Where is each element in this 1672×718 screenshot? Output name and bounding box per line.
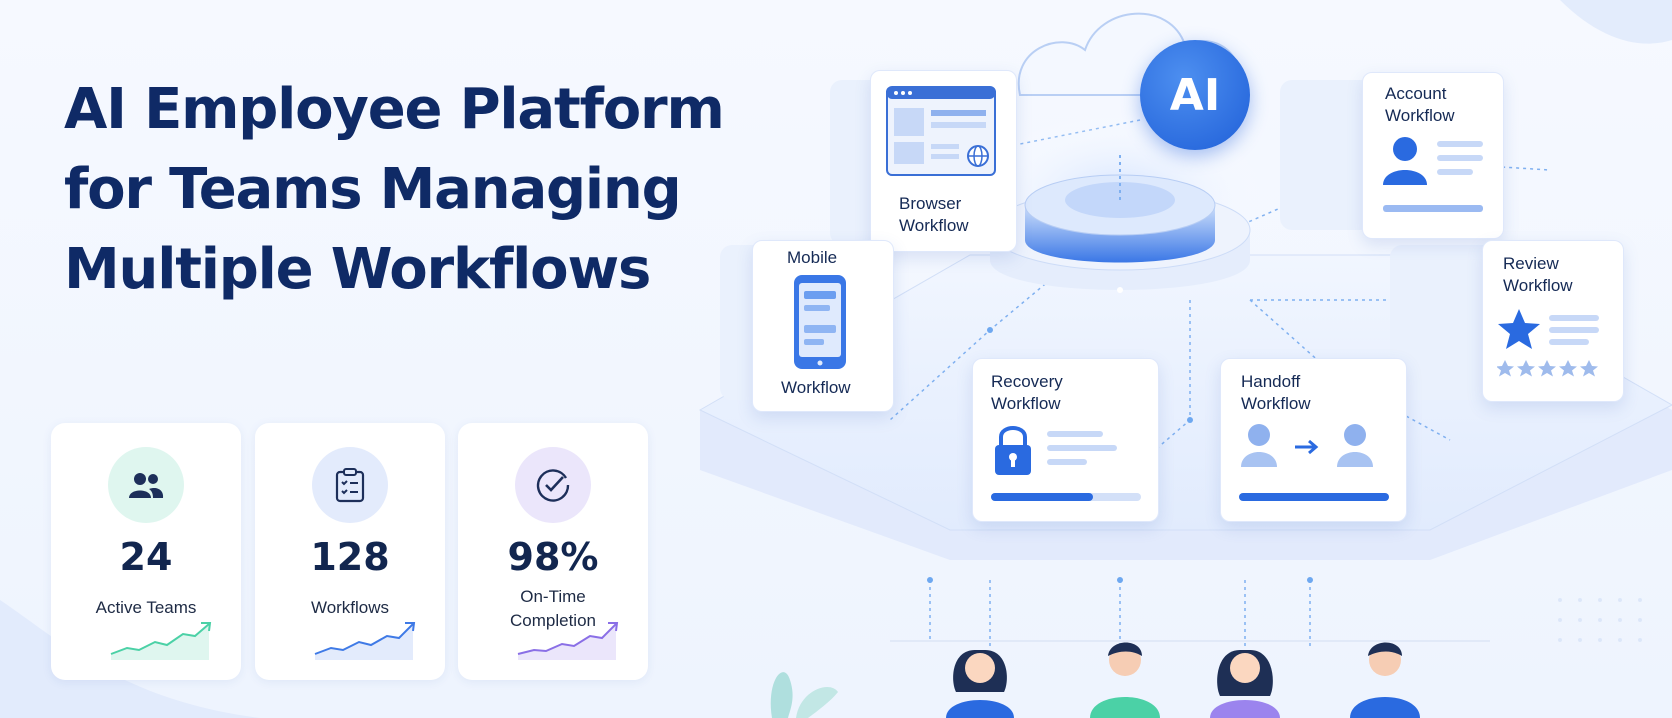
- account-workflow-card: Account Workflow: [1362, 72, 1504, 239]
- stat-card-workflows: 128 Workflows: [255, 423, 445, 680]
- browser-workflow-card: Browser Workflow: [870, 70, 1017, 252]
- stat-value: 24: [119, 535, 173, 579]
- title-line-2: for Teams Managing: [64, 157, 682, 222]
- card-label: Recovery: [991, 372, 1063, 391]
- card-label: Browser: [899, 194, 962, 213]
- page-title: AI Employee Platform for Teams Managing …: [64, 70, 725, 310]
- stat-label: Active Teams: [95, 598, 197, 617]
- browser-window-icon: [886, 86, 996, 176]
- card-label: Workflow: [1503, 276, 1573, 295]
- stat-label-line: Completion: [510, 611, 596, 630]
- stat-card-on-time-completion: 98% On-Time Completion: [458, 423, 648, 680]
- stat-label: On-Time Completion: [458, 585, 648, 633]
- check-circle-icon: [515, 447, 591, 523]
- trend-sparkline: [517, 622, 619, 660]
- stat-value: 98%: [507, 535, 599, 579]
- card-label: Account: [1385, 84, 1447, 103]
- person-icon: [1210, 650, 1280, 718]
- team-icon: [108, 447, 184, 523]
- card-label: Workflow: [781, 378, 851, 397]
- title-line-1: AI Employee Platform: [64, 77, 725, 142]
- team-people-row: [770, 640, 1490, 718]
- card-label: Workflow: [991, 394, 1061, 413]
- stat-label: Workflows: [310, 598, 390, 617]
- handoff-workflow-card: Handoff Workflow: [1220, 358, 1407, 522]
- card-label: Workflow: [1241, 394, 1311, 413]
- person-icon: [946, 650, 1014, 718]
- person-icon: [1090, 642, 1160, 718]
- handoff-icon: [1239, 424, 1389, 501]
- stat-card-active-teams: 24 Active Teams: [51, 423, 241, 680]
- mobile-workflow-card: Mobile Workflow: [752, 240, 894, 412]
- card-label: Mobile: [787, 248, 838, 267]
- card-label: Handoff: [1241, 372, 1301, 391]
- trend-sparkline: [110, 622, 212, 660]
- card-label: Workflow: [1385, 106, 1455, 125]
- card-label: Review: [1503, 254, 1559, 273]
- user-profile-icon: [1383, 137, 1483, 212]
- clipboard-icon: [312, 447, 388, 523]
- ai-hub-badge: AI: [1140, 40, 1250, 150]
- title-line-3: Multiple Workflows: [64, 237, 651, 302]
- person-icon: [1350, 642, 1420, 718]
- mobile-phone-icon: [794, 275, 846, 369]
- trend-sparkline: [314, 622, 416, 660]
- card-label: Workflow: [899, 216, 969, 235]
- stat-label-line: On-Time: [520, 587, 586, 606]
- stat-value: 128: [310, 535, 390, 579]
- recovery-workflow-card: Recovery Workflow: [972, 358, 1159, 522]
- lock-icon: [991, 426, 1141, 501]
- star-rating-icon: [1497, 309, 1599, 377]
- review-workflow-card: Review Workflow: [1482, 240, 1624, 402]
